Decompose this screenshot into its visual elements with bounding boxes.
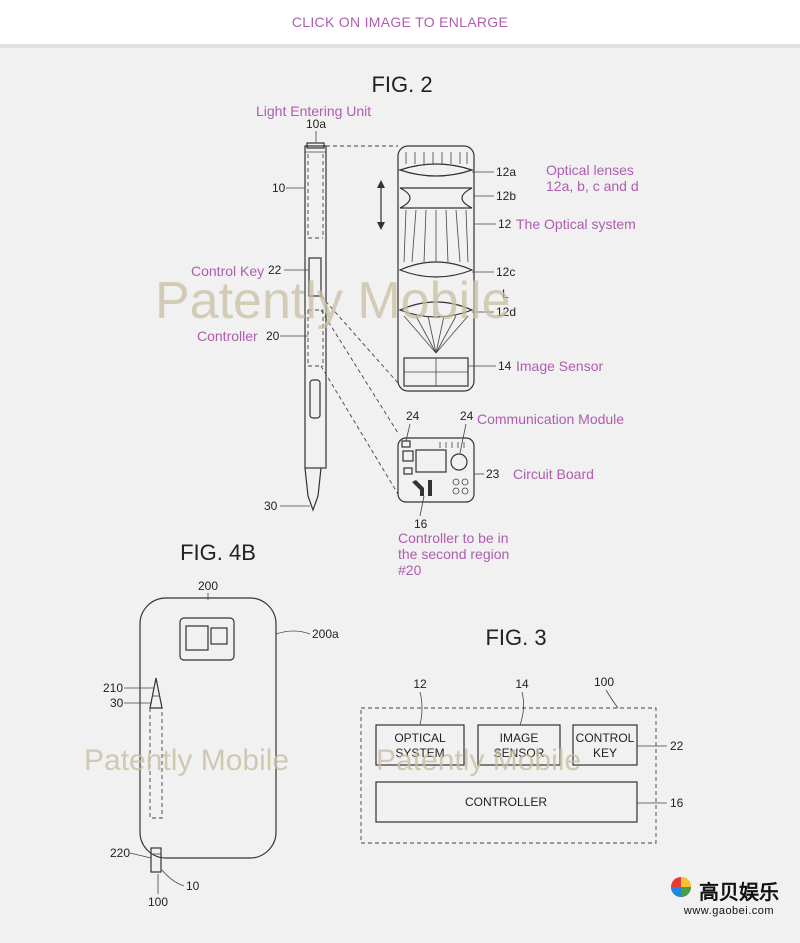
box-control-line1: CONTROL: [576, 731, 635, 745]
ref-210: 210: [103, 681, 123, 695]
anno-controller-note-2: the second region: [398, 546, 509, 562]
ref-L: L: [502, 287, 509, 301]
anno-optical-lenses-ids: 12a, b, c and d: [546, 178, 639, 194]
fig4b-title: FIG. 4B: [180, 540, 256, 565]
ref-12a: 12a: [496, 165, 516, 179]
ref-12d: 12d: [496, 305, 516, 319]
box-image-line2: SENSOR: [494, 746, 545, 760]
rainbow-logo-icon: [671, 877, 691, 897]
watermark-bottom-left: Patently Mobile: [84, 744, 289, 777]
ref-200a: 200a: [312, 627, 339, 641]
anno-optical-lenses: Optical lenses: [546, 162, 634, 178]
anno-communication-module: Communication Module: [477, 411, 624, 427]
top-banner: CLICK ON IMAGE TO ENLARGE: [0, 0, 800, 48]
anno-controller: Controller: [197, 328, 258, 344]
ref-12: 12: [498, 217, 512, 231]
anno-controller-note-1: Controller to be in: [398, 530, 509, 546]
ref-220: 220: [110, 846, 130, 860]
ref-100-fig4b: 100: [148, 895, 168, 909]
anno-control-key: Control Key: [191, 263, 264, 279]
ref-24-left: 24: [406, 409, 420, 423]
ref-10-fig4b: 10: [186, 879, 200, 893]
focus-adjust-arrow: [377, 180, 385, 230]
logo-url: www.gaobei.com: [683, 905, 775, 917]
box-image-line1: IMAGE: [500, 731, 539, 745]
anno-light-entering-unit: Light Entering Unit: [256, 103, 371, 119]
watermark-bottom-right: Patently Mobile: [376, 744, 581, 777]
ref-24-right: 24: [460, 409, 474, 423]
ref-30: 30: [264, 499, 278, 513]
ref-12-fig3: 12: [413, 677, 427, 691]
enlarge-link[interactable]: CLICK ON IMAGE TO ENLARGE: [291, 14, 509, 30]
site-logo[interactable]: 高贝娱乐 www.gaobei.com: [670, 876, 788, 922]
ref-12b: 12b: [496, 189, 516, 203]
ref-16-fig3: 16: [670, 796, 684, 810]
ref-23: 23: [486, 467, 500, 481]
ref-100-fig3: 100: [594, 675, 614, 689]
logo-chinese-text: 高贝娱乐: [699, 880, 779, 904]
box-optical-line1: OPTICAL: [394, 731, 446, 745]
stylus-pen: [304, 142, 327, 512]
fig3-title: FIG. 3: [485, 625, 546, 650]
fig2-title: FIG. 2: [371, 72, 432, 97]
ref-20: 20: [266, 329, 280, 343]
patent-figure-sheet[interactable]: FIG. 2: [0, 48, 800, 938]
anno-optical-system: The Optical system: [516, 216, 636, 232]
ref-22-fig3: 22: [670, 739, 684, 753]
box-optical-line2: SYSTEM: [395, 746, 444, 760]
anno-controller-note-3: #20: [398, 562, 422, 578]
circuit-board-module: [397, 437, 475, 503]
ref-10a: 10a: [306, 117, 326, 131]
anno-image-sensor: Image Sensor: [516, 358, 603, 374]
ref-16: 16: [414, 517, 428, 531]
ref-14-fig3: 14: [515, 677, 529, 691]
optical-system-module: [397, 145, 475, 392]
box-control-line2: KEY: [593, 746, 617, 760]
anno-circuit-board: Circuit Board: [513, 466, 594, 482]
box-controller: CONTROLLER: [465, 795, 547, 809]
ref-30-fig4b: 30: [110, 696, 124, 710]
patent-drawings: FIG. 2: [84, 72, 684, 909]
watermark-top: Patently Mobile: [155, 272, 511, 330]
ref-12c: 12c: [496, 265, 515, 279]
ref-10: 10: [272, 181, 286, 195]
ref-22: 22: [268, 263, 282, 277]
phone-back-with-pen: [139, 597, 277, 873]
ref-200: 200: [198, 579, 218, 593]
ref-14: 14: [498, 359, 512, 373]
